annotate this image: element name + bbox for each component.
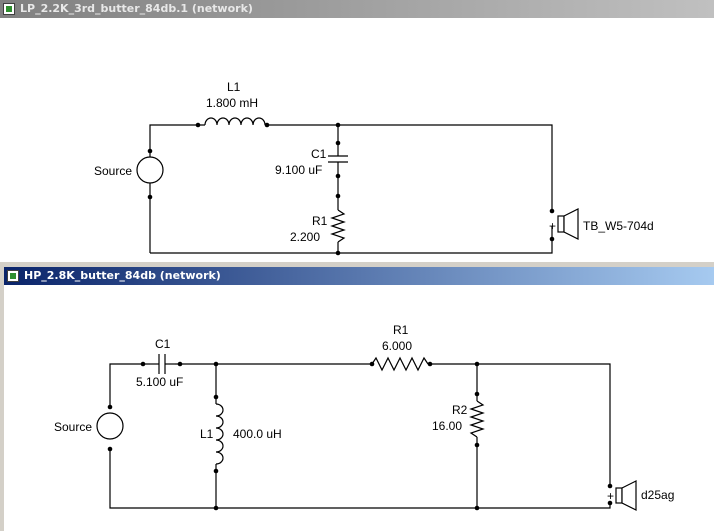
hp-wire-bottom — [109, 449, 611, 509]
hp-node — [427, 361, 433, 367]
hp-l1-name: L1 — [200, 427, 214, 441]
lp-source-symbol[interactable] — [136, 156, 164, 184]
hp-c1-name: C1 — [155, 337, 171, 351]
lp-window-titlebar[interactable]: LP_2.2K_3rd_butter_84db.1 (network) — [0, 0, 714, 18]
lp-node — [335, 173, 341, 179]
lp-node — [549, 236, 555, 242]
hp-schematic: Source C1 5.100 uF L1 400.0 uH R1 6.000 — [54, 323, 674, 511]
hp-node — [607, 500, 613, 506]
hp-l1-value: 400.0 uH — [233, 427, 282, 441]
hp-r2-name: R2 — [452, 403, 468, 417]
lp-l1-inductor[interactable] — [204, 117, 266, 126]
hp-node — [474, 505, 480, 511]
hp-node — [213, 394, 219, 400]
lp-driver-plus: + — [549, 219, 556, 233]
hp-node — [607, 483, 613, 489]
hp-node — [107, 404, 113, 410]
hp-wire-top-right — [430, 363, 611, 486]
hp-node — [177, 361, 183, 367]
lp-node — [147, 194, 153, 200]
lp-c1-name: C1 — [311, 147, 327, 161]
lp-source-label: Source — [94, 164, 132, 178]
lp-r1-name: R1 — [312, 214, 328, 228]
lp-r1-value: 2.200 — [290, 230, 320, 244]
hp-speaker-icon[interactable] — [615, 480, 637, 511]
lp-node — [147, 148, 153, 154]
hp-node — [140, 361, 146, 367]
network-window-icon — [3, 3, 15, 15]
hp-driver-label: d25ag — [641, 488, 674, 502]
lp-wire-bottom-rail — [150, 226, 553, 254]
hp-r1-value: 6.000 — [382, 339, 412, 353]
network-window-icon — [7, 270, 19, 282]
hp-window-title: HP_2.8K_butter_84db (network) — [24, 269, 221, 282]
hp-node — [107, 446, 113, 452]
hp-c1-capacitor[interactable] — [150, 354, 175, 374]
hp-wire-top-left — [109, 363, 150, 407]
lp-r1-resistor[interactable] — [330, 209, 346, 243]
lp-wire-top-right — [265, 124, 553, 211]
lp-node — [335, 140, 341, 146]
hp-c1-value: 5.100 uF — [136, 375, 183, 389]
hp-l1-inductor[interactable] — [215, 403, 224, 465]
lp-c1-value: 9.100 uF — [275, 163, 322, 177]
lp-l1-value: 1.800 mH — [206, 96, 258, 110]
lp-driver-label: TB_W5-704d — [583, 219, 654, 233]
hp-node — [474, 442, 480, 448]
lp-network-window[interactable]: LP_2.2K_3rd_butter_84db.1 (network) Sour… — [0, 0, 714, 262]
lp-node — [264, 122, 270, 128]
lp-node — [335, 250, 341, 256]
lp-speaker-icon[interactable] — [557, 208, 579, 240]
lp-node — [195, 122, 201, 128]
lp-wire-top — [149, 124, 205, 151]
hp-node — [474, 391, 480, 397]
hp-driver-plus: + — [607, 489, 614, 503]
hp-node — [213, 468, 219, 474]
lp-schematic: Source L1 1.800 mH C1 9.100 uF R1 2.200 — [94, 80, 654, 256]
hp-r1-name: R1 — [393, 323, 409, 337]
lp-c1-capacitor[interactable] — [328, 155, 348, 163]
lp-node — [549, 208, 555, 214]
hp-network-window[interactable]: HP_2.8K_butter_84db (network) Source C1 … — [4, 267, 714, 531]
hp-r2-resistor[interactable] — [469, 400, 485, 438]
hp-node — [213, 505, 219, 511]
hp-r2-value: 16.00 — [432, 419, 462, 433]
hp-source-symbol[interactable] — [96, 412, 124, 440]
lp-l1-name: L1 — [227, 80, 241, 94]
hp-source-label: Source — [54, 420, 92, 434]
hp-r1-resistor[interactable] — [371, 356, 429, 372]
lp-window-title: LP_2.2K_3rd_butter_84db.1 (network) — [20, 2, 253, 15]
hp-window-titlebar[interactable]: HP_2.8K_butter_84db (network) — [4, 267, 714, 285]
